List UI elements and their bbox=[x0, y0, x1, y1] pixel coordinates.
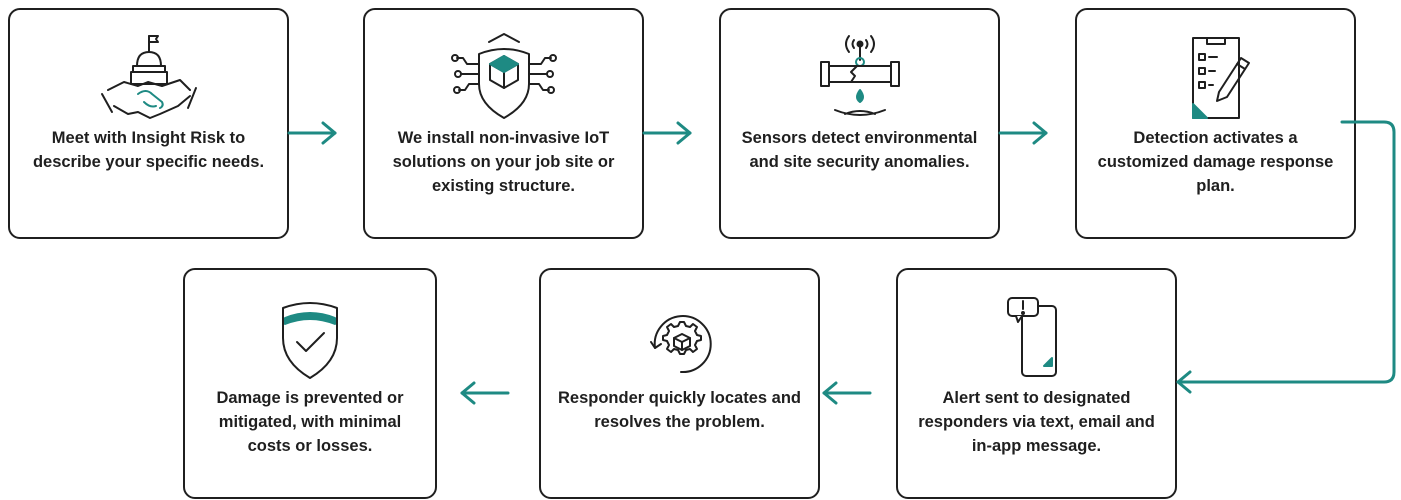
connector-step4-to-step5 bbox=[1170, 110, 1401, 400]
step-6-text: Responder quickly locates and resolves t… bbox=[558, 389, 801, 431]
step-4-text: Detection activates a customized damage … bbox=[1097, 129, 1334, 195]
iot-shield-icon bbox=[449, 32, 559, 124]
arrow-step2-to-step3 bbox=[640, 120, 696, 146]
checklist-pen-icon bbox=[1161, 32, 1271, 124]
step-1-card: Meet with Insight Risk to describe your … bbox=[8, 8, 289, 239]
shield-check-icon bbox=[255, 292, 365, 384]
step-7-text: Damage is prevented or mitigated, with m… bbox=[216, 389, 404, 455]
arrow-step3-to-step4 bbox=[996, 120, 1052, 146]
step-2-text: We install non-invasive IoT solutions on… bbox=[392, 129, 615, 195]
arrow-step6-to-step7 bbox=[456, 380, 512, 406]
step-2-card: We install non-invasive IoT solutions on… bbox=[363, 8, 644, 239]
arrow-step5-to-step6 bbox=[818, 380, 874, 406]
gear-cycle-icon bbox=[625, 292, 735, 384]
step-6-card: Responder quickly locates and resolves t… bbox=[539, 268, 820, 499]
step-5-card: Alert sent to designated responders via … bbox=[896, 268, 1177, 499]
step-7-card: Damage is prevented or mitigated, with m… bbox=[183, 268, 437, 499]
arrow-step1-to-step2 bbox=[285, 120, 341, 146]
leaking-pipe-sensor-icon bbox=[805, 32, 915, 124]
step-3-text: Sensors detect environmental and site se… bbox=[741, 129, 978, 171]
step-3-card: Sensors detect environmental and site se… bbox=[719, 8, 1000, 239]
phone-alert-icon bbox=[982, 292, 1092, 384]
step-4-card: Detection activates a customized damage … bbox=[1075, 8, 1356, 239]
handshake-icon bbox=[94, 32, 204, 124]
step-5-text: Alert sent to designated responders via … bbox=[918, 389, 1155, 455]
step-1-text: Meet with Insight Risk to describe your … bbox=[32, 129, 265, 171]
